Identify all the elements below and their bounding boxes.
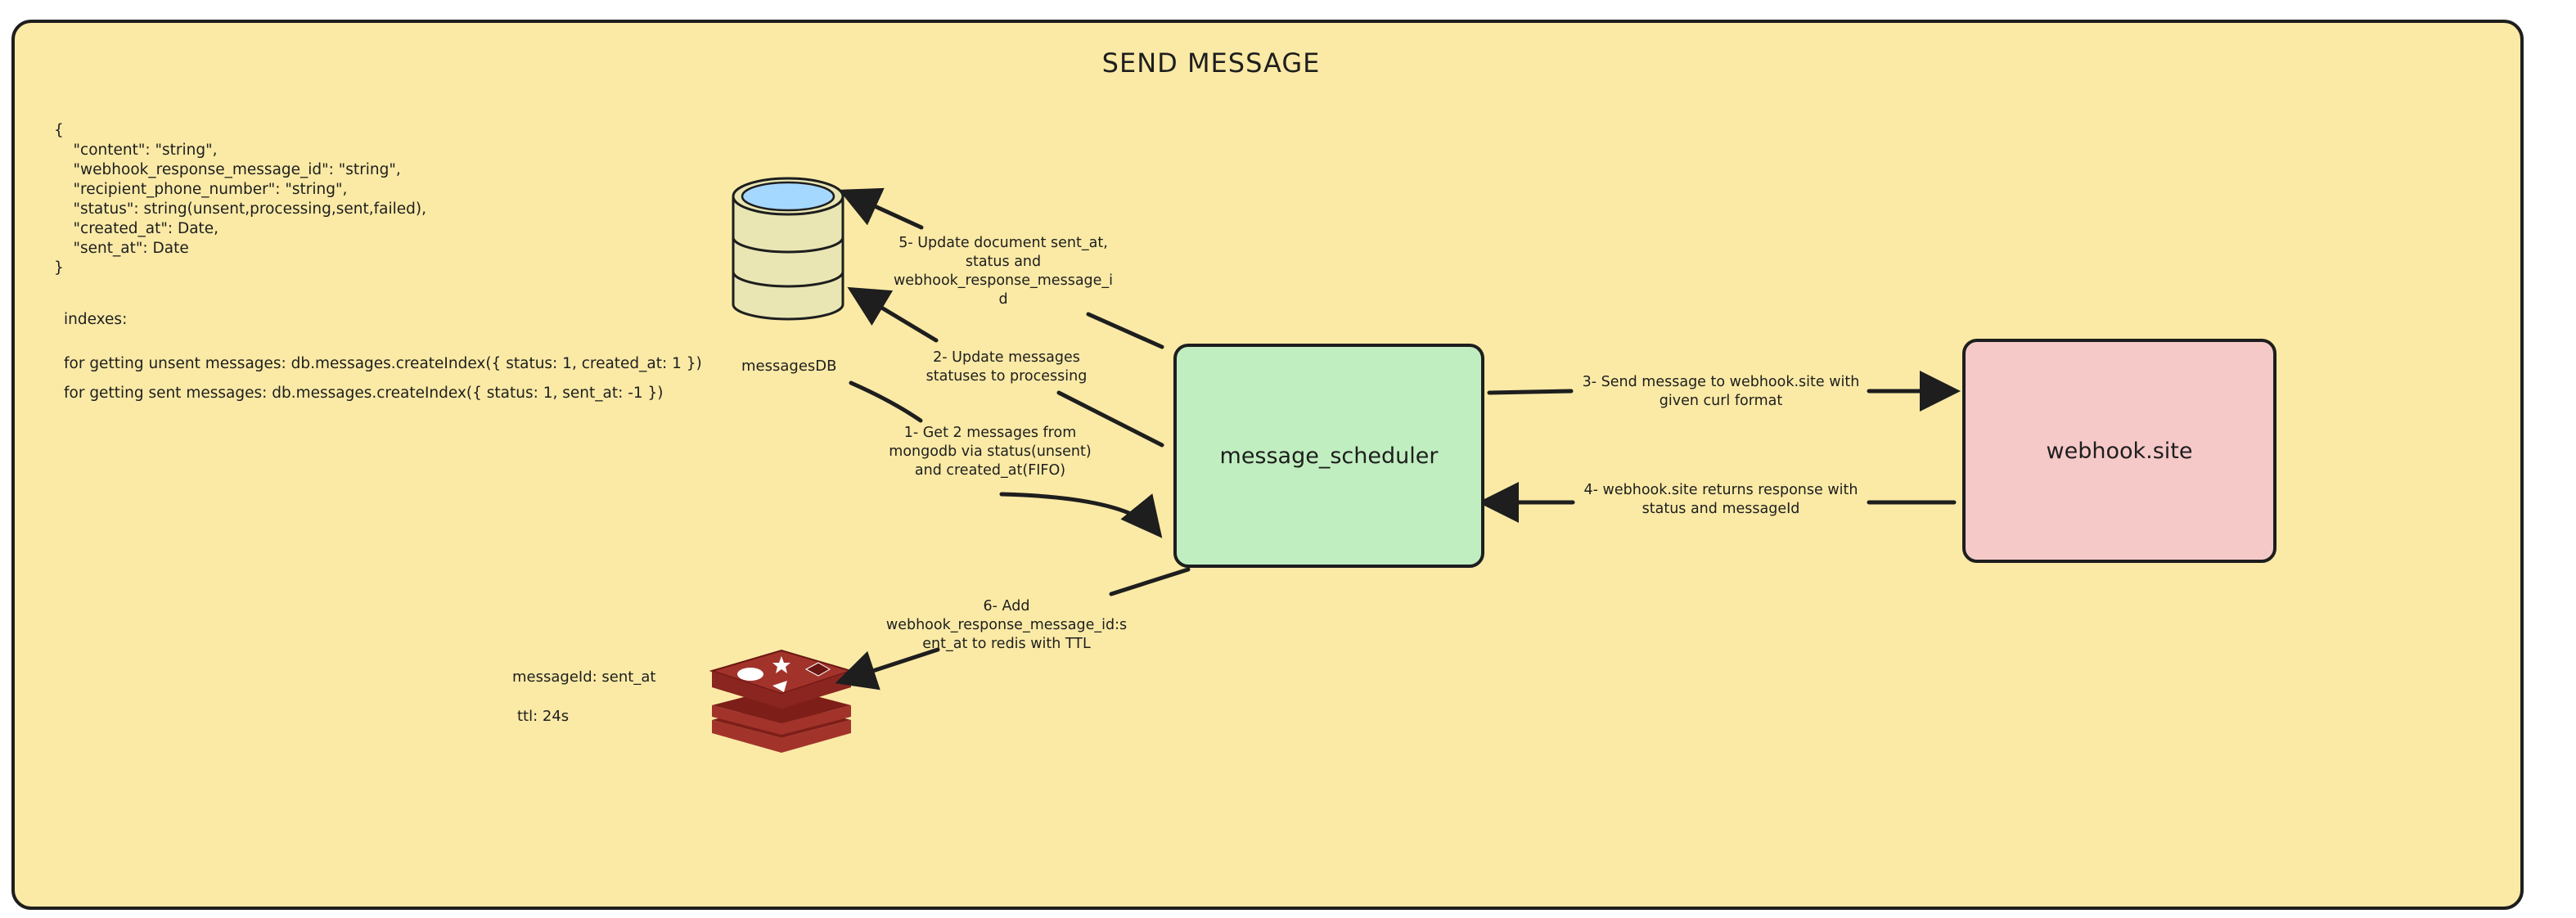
step6-line: ent_at to redis with TTL — [922, 636, 1091, 652]
schema-line: } — [54, 259, 64, 277]
step2-line: 2- Update messages — [933, 349, 1080, 366]
redis-icon — [709, 649, 854, 753]
diagram-title: SEND MESSAGE — [1101, 47, 1321, 79]
step4-line: 4- webhook.site returns response with — [1583, 482, 1858, 498]
arrow-step1-start — [849, 380, 923, 423]
schema-line: { — [54, 122, 64, 139]
step5-line: d — [998, 291, 1008, 308]
step4-line: status and messageId — [1642, 501, 1800, 517]
step1-line: and created_at(FIFO) — [914, 462, 1066, 479]
redis-ttl-note: ttl: 24s — [517, 708, 570, 725]
arrow-step5 — [838, 187, 924, 230]
database-icon — [732, 177, 844, 321]
step5-line: status and — [965, 254, 1042, 270]
schema-line: "webhook_response_message_id": "string", — [54, 161, 401, 178]
step3-line: given curl format — [1659, 393, 1783, 409]
step6-line: webhook_response_message_id:s — [885, 617, 1128, 633]
indexes-heading: indexes: — [64, 311, 128, 328]
step2-line: statuses to processing — [925, 368, 1088, 385]
step4-label: 4- webhook.site returns response with st… — [1569, 481, 1872, 519]
step5-line: 5- Update document sent_at, — [898, 235, 1108, 251]
redis-key-note: messageId: sent_at — [512, 668, 656, 686]
step3-label: 3- Send message to webhook.site with giv… — [1569, 373, 1872, 411]
step3-line: 3- Send message to webhook.site with — [1582, 374, 1860, 390]
arrow-step2 — [847, 286, 939, 343]
arrow-step3-start — [1487, 389, 1574, 395]
step2-label: 2- Update messages statuses to processin… — [884, 349, 1129, 386]
step1-line: mongodb via status(unsent) — [889, 443, 1092, 460]
webhook-label: webhook.site — [2046, 438, 2193, 464]
arrow-step5-start — [1086, 312, 1164, 349]
arrow-step6 — [835, 647, 940, 691]
webhook-site-node: webhook.site — [1962, 339, 2277, 563]
index-sent: for getting sent messages: db.messages.c… — [64, 385, 664, 402]
step6-label: 6- Add webhook_response_message_id:s ent… — [884, 597, 1129, 654]
step6-line: 6- Add — [983, 598, 1030, 614]
index-unsent: for getting unsent messages: db.messages… — [64, 355, 702, 372]
step1-line: 1- Get 2 messages from — [903, 425, 1077, 441]
message-scheduler-node: message_scheduler — [1173, 344, 1484, 568]
schema-line: "sent_at": Date — [54, 240, 189, 257]
step1-label: 1- Get 2 messages from mongodb via statu… — [859, 424, 1121, 480]
step5-label: 5- Update document sent_at, status and w… — [880, 234, 1126, 309]
schema-line: "recipient_phone_number": "string", — [54, 181, 348, 198]
arrow-step2-start — [1056, 390, 1164, 448]
arrow-step1 — [999, 492, 1163, 538]
schema-line: "content": "string", — [54, 142, 218, 159]
schema-block: { "content": "string", "webhook_response… — [54, 121, 426, 278]
schema-line: "status": string(unsent,processing,sent,… — [54, 200, 426, 218]
schema-line: "created_at": Date, — [54, 220, 219, 237]
scheduler-label: message_scheduler — [1219, 443, 1439, 469]
arrow-step6-start — [1109, 567, 1191, 596]
db-label: messagesDB — [741, 358, 837, 375]
step5-line: webhook_response_message_i — [893, 272, 1114, 289]
